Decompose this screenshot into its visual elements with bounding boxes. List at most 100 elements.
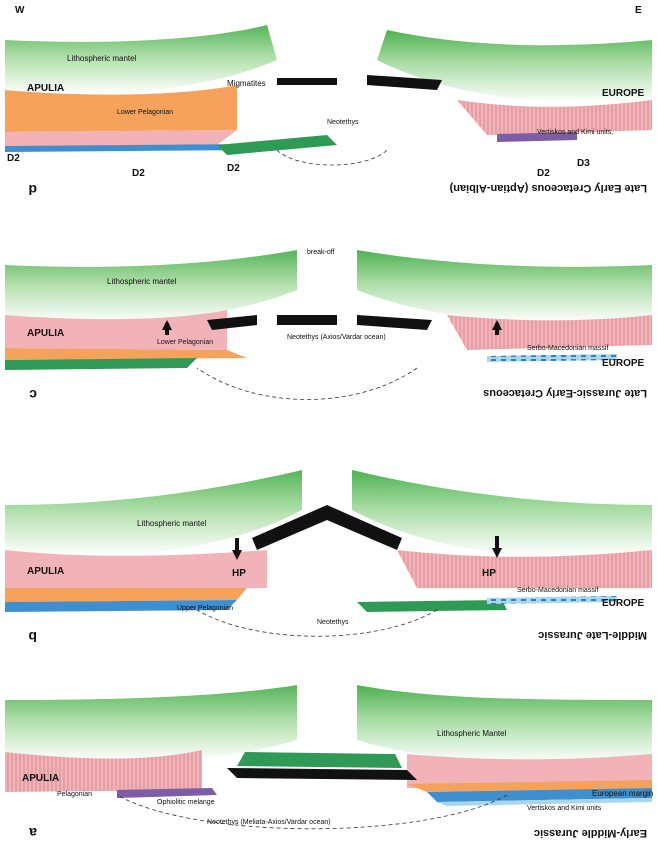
panel-b-label-neotethys: Neotethys: [317, 619, 349, 626]
panel-b-arrow-up-west: [492, 548, 502, 558]
panel-c-arrow-down-west: [162, 320, 172, 330]
panel-b-european-crust: [397, 550, 652, 588]
panel-d-label-d3: D3: [577, 158, 590, 169]
panel-a-neotethys-outline: [116, 794, 508, 830]
panel-d-label-d2-east: D2: [537, 168, 550, 179]
panel-d-ocean-outline: [276, 149, 388, 166]
panel-d-label-vertiskos: Vertiskos and Kimi units,: [537, 129, 613, 136]
panel-b-ocean-outline: [196, 609, 438, 637]
panel-d-european-crust: [457, 100, 652, 135]
panel-b-slab-west: [327, 505, 402, 550]
panel-c-orange-layer: [5, 348, 247, 360]
panel-b-arrow-shaft-east: [235, 538, 239, 550]
panel-a-mantle-west: [357, 685, 652, 763]
panel-b-caption: Middle-Late Jurassic: [538, 629, 647, 641]
panel-d-purple-unit: [497, 132, 577, 142]
panel-a-ophiolite-green: [237, 752, 402, 768]
panel-a-label-apulia: APULIA: [22, 773, 59, 784]
panel-a-label-mantle: Lithospheric Mantel: [437, 729, 507, 738]
panel-a-label-melange: Ophiolitic melange: [157, 799, 215, 806]
panel-b-slab-east: [252, 505, 327, 550]
panel-b-ophiolite-green: [357, 600, 507, 612]
panel-c-arrow-down-east: [492, 320, 502, 330]
panel-d-label-d2-c: D2: [227, 163, 240, 174]
panel-b-label-mantle: Lithospheric mantel: [137, 519, 207, 528]
panel-a-label-pelagonian: Pelagonian: [57, 791, 92, 798]
rotated-content: Early-Middle Jurassic a Lithospheric Man…: [5, 5, 653, 841]
panel-b-label-upper-pelagonian: Upper Pelagonian: [177, 605, 233, 612]
panel-c-caption: Late Jurassic-Early Cretaceous: [483, 387, 647, 399]
panel-c-ocean-outline: [196, 367, 418, 400]
panel-a-label-europe: European margin: [592, 789, 653, 798]
panel-d: Late Early Cretaceous (Aptian-Albian) d …: [5, 25, 652, 198]
panel-b: Middle-Late Jurassic b Lithospheric mant…: [5, 470, 652, 645]
panel-d-slab-a: [367, 75, 442, 90]
panel-b-letter: b: [28, 629, 37, 645]
compass-west: W: [15, 5, 25, 16]
panel-c-label-serbo: Serbo-Macedonian massif: [527, 345, 608, 352]
panel-a: Early-Middle Jurassic a Lithospheric Man…: [5, 685, 653, 841]
panel-d-label-europe: EUROPE: [602, 88, 645, 99]
panel-a-mantle-east: [5, 685, 297, 762]
compass-east: E: [635, 5, 642, 16]
panel-d-label-mantle: Lithospheric mantel: [67, 54, 137, 63]
panel-d-orange-crust: [5, 85, 237, 132]
panel-c: Late Jurassic-Early Cretaceous c Lithosp…: [5, 249, 652, 403]
panel-d-label-migmatites: Migmatites: [227, 79, 266, 88]
panel-b-label-hp-west: HP: [232, 568, 246, 579]
panel-c-letter: c: [29, 387, 37, 403]
panel-d-letter: d: [28, 182, 37, 198]
panel-b-pelagonian-crust: [5, 550, 267, 588]
panel-c-mantle-west: [357, 250, 652, 323]
panel-c-slab-a: [357, 315, 432, 330]
panel-a-platform-sediments: [437, 798, 652, 806]
panel-d-caption: Late Early Cretaceous (Aptian-Albian): [449, 182, 647, 194]
panel-c-label-mantle: Lithospheric mantel: [107, 277, 177, 286]
panel-b-label-europe: EUROPE: [602, 598, 645, 609]
panel-a-carbonate-cover: [427, 788, 652, 802]
panel-c-platform-dots: [487, 354, 617, 362]
panel-d-mantle-east: [5, 25, 277, 94]
panel-c-ophiolite-green: [5, 358, 197, 370]
panel-a-caption: Early-Middle Jurassic: [534, 827, 647, 839]
panel-b-arrow-shaft-west: [495, 536, 499, 548]
panel-b-arrow-up-east: [232, 550, 242, 560]
panel-d-label-d2-mid: D2: [132, 168, 145, 179]
panel-c-label-lower-pelagonian: Lower Pelagonian: [157, 339, 213, 346]
panel-a-letter: a: [29, 825, 37, 841]
panel-b-label-apulia: APULIA: [27, 566, 64, 577]
panel-b-mantle-west: [352, 470, 652, 556]
panel-b-label-hp-east: HP: [482, 568, 496, 579]
panel-d-label-apulia: APULIA: [27, 83, 64, 94]
panel-c-mantle-east: [5, 250, 297, 323]
panel-d-label-neotethys: Neotethys: [327, 119, 359, 126]
panel-a-oceanic-slab: [227, 768, 417, 780]
panel-c-slab-b: [277, 315, 337, 325]
panel-a-european-crust: [5, 750, 202, 792]
panel-b-orange-layer: [5, 588, 247, 602]
panel-d-ophiolite-green: [217, 135, 337, 155]
panel-c-pelagonian-crust: [5, 310, 227, 350]
panel-a-orange-layer: [407, 780, 652, 792]
panel-c-label-neotethys: Neotethys (Axios/Vardar ocean): [287, 334, 386, 341]
panel-a-purple-unit: [117, 788, 217, 798]
panel-a-pelagonian-crust: [407, 754, 652, 788]
panel-d-mantle-west: [377, 30, 652, 104]
panel-c-label-europe: EUROPE: [602, 358, 645, 369]
panel-b-carbonate: [5, 600, 237, 612]
panel-a-label-neotethys: Neotethys (Meliata-Axios/Vardar ocean): [207, 819, 331, 826]
panel-a-label-vertiskos: Vertiskos and Kimi units: [527, 805, 602, 812]
panel-b-label-serbo: Serbo-Macedonian massif: [517, 587, 598, 594]
panel-b-mantle-east: [5, 470, 302, 556]
panel-c-label-apulia: APULIA: [27, 328, 64, 339]
panel-d-carbonate: [5, 144, 257, 152]
panel-d-slab-b: [277, 78, 337, 85]
panel-d-label-d2-west: D2: [7, 153, 20, 164]
panel-d-pelagonian-pink: [5, 130, 237, 148]
panel-b-platform-dots: [487, 596, 617, 604]
panel-c-label-break-off: break-off: [307, 249, 335, 256]
panel-d-label-lower-pelagonian: Lower Pelagonian: [117, 109, 173, 116]
panel-c-slab-c: [207, 315, 257, 330]
